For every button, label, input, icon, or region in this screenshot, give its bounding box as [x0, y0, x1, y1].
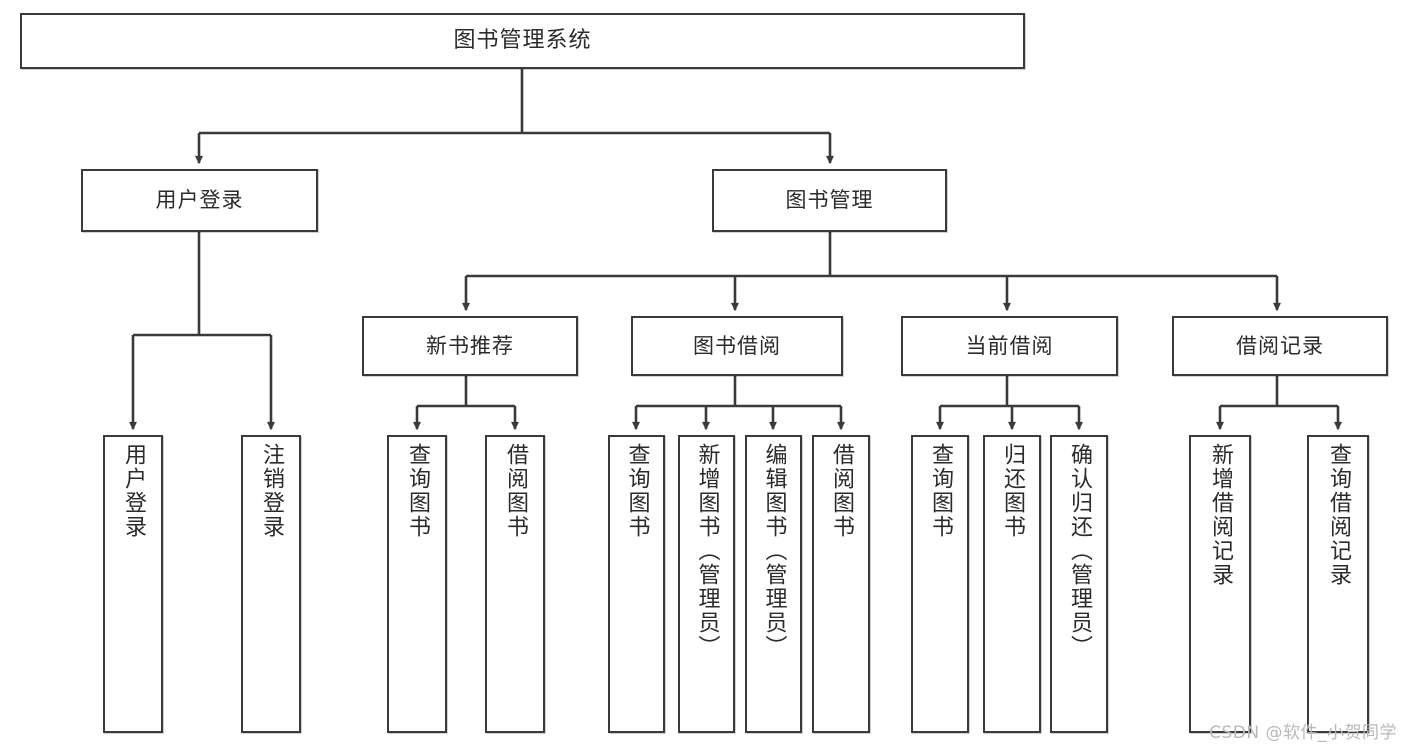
node-borrow-record-label: 借阅记录	[1236, 333, 1324, 358]
leaf-borrow-book-recommend[interactable]: 借阅图书	[485, 435, 545, 733]
node-user-login-label: 用户登录	[155, 188, 244, 213]
leaf-add-book-admin[interactable]: 新增图书（管理员）	[678, 435, 735, 733]
leaf-user-login-label: 用户登录	[120, 443, 146, 539]
node-book-borrow-label: 图书借阅	[693, 333, 781, 358]
node-user-login[interactable]: 用户登录	[81, 169, 318, 232]
leaf-borrow-book[interactable]: 借阅图书	[812, 435, 870, 733]
leaf-edit-book-admin[interactable]: 编辑图书（管理员）	[745, 435, 802, 733]
node-book-management[interactable]: 图书管理	[712, 169, 947, 232]
leaf-logout[interactable]: 注销登录	[241, 435, 301, 733]
node-new-book-recommend[interactable]: 新书推荐	[362, 316, 578, 376]
leaf-borrow-book-label: 借阅图书	[828, 443, 854, 539]
node-root[interactable]: 图书管理系统	[20, 13, 1025, 69]
leaf-add-borrow-record-label: 新增借阅记录	[1207, 443, 1233, 587]
leaf-user-login[interactable]: 用户登录	[103, 435, 163, 733]
csdn-watermark: CSDN @软件_小贺同学	[1209, 723, 1397, 743]
node-book-management-label: 图书管理	[785, 188, 874, 213]
leaf-query-borrow-record[interactable]: 查询借阅记录	[1307, 435, 1369, 733]
leaf-confirm-return-admin-label: 确认归还（管理员）	[1066, 443, 1092, 659]
node-book-borrow[interactable]: 图书借阅	[631, 316, 843, 376]
leaf-return-book[interactable]: 归还图书	[983, 435, 1041, 733]
leaf-confirm-return-admin[interactable]: 确认归还（管理员）	[1050, 435, 1108, 733]
leaf-add-borrow-record[interactable]: 新增借阅记录	[1189, 435, 1251, 733]
leaf-logout-label: 注销登录	[258, 443, 284, 539]
node-current-borrow-label: 当前借阅	[965, 333, 1054, 358]
leaf-query-book-recommend-label: 查询图书	[404, 443, 430, 539]
node-new-book-recommend-label: 新书推荐	[426, 333, 514, 358]
leaf-query-book-recommend[interactable]: 查询图书	[387, 435, 447, 733]
leaf-query-book-current[interactable]: 查询图书	[911, 435, 969, 733]
leaf-edit-book-admin-label: 编辑图书（管理员）	[761, 443, 787, 659]
node-borrow-record[interactable]: 借阅记录	[1172, 316, 1388, 376]
leaf-query-book-current-label: 查询图书	[927, 443, 953, 539]
leaf-add-book-admin-label: 新增图书（管理员）	[694, 443, 720, 659]
leaf-query-book-borrow-label: 查询图书	[624, 443, 650, 539]
leaf-return-book-label: 归还图书	[999, 443, 1025, 539]
node-current-borrow[interactable]: 当前借阅	[901, 316, 1118, 376]
node-root-label: 图书管理系统	[453, 28, 592, 54]
leaf-borrow-book-recommend-label: 借阅图书	[502, 443, 528, 539]
leaf-query-borrow-record-label: 查询借阅记录	[1325, 443, 1351, 587]
leaf-query-book-borrow[interactable]: 查询图书	[608, 435, 665, 733]
